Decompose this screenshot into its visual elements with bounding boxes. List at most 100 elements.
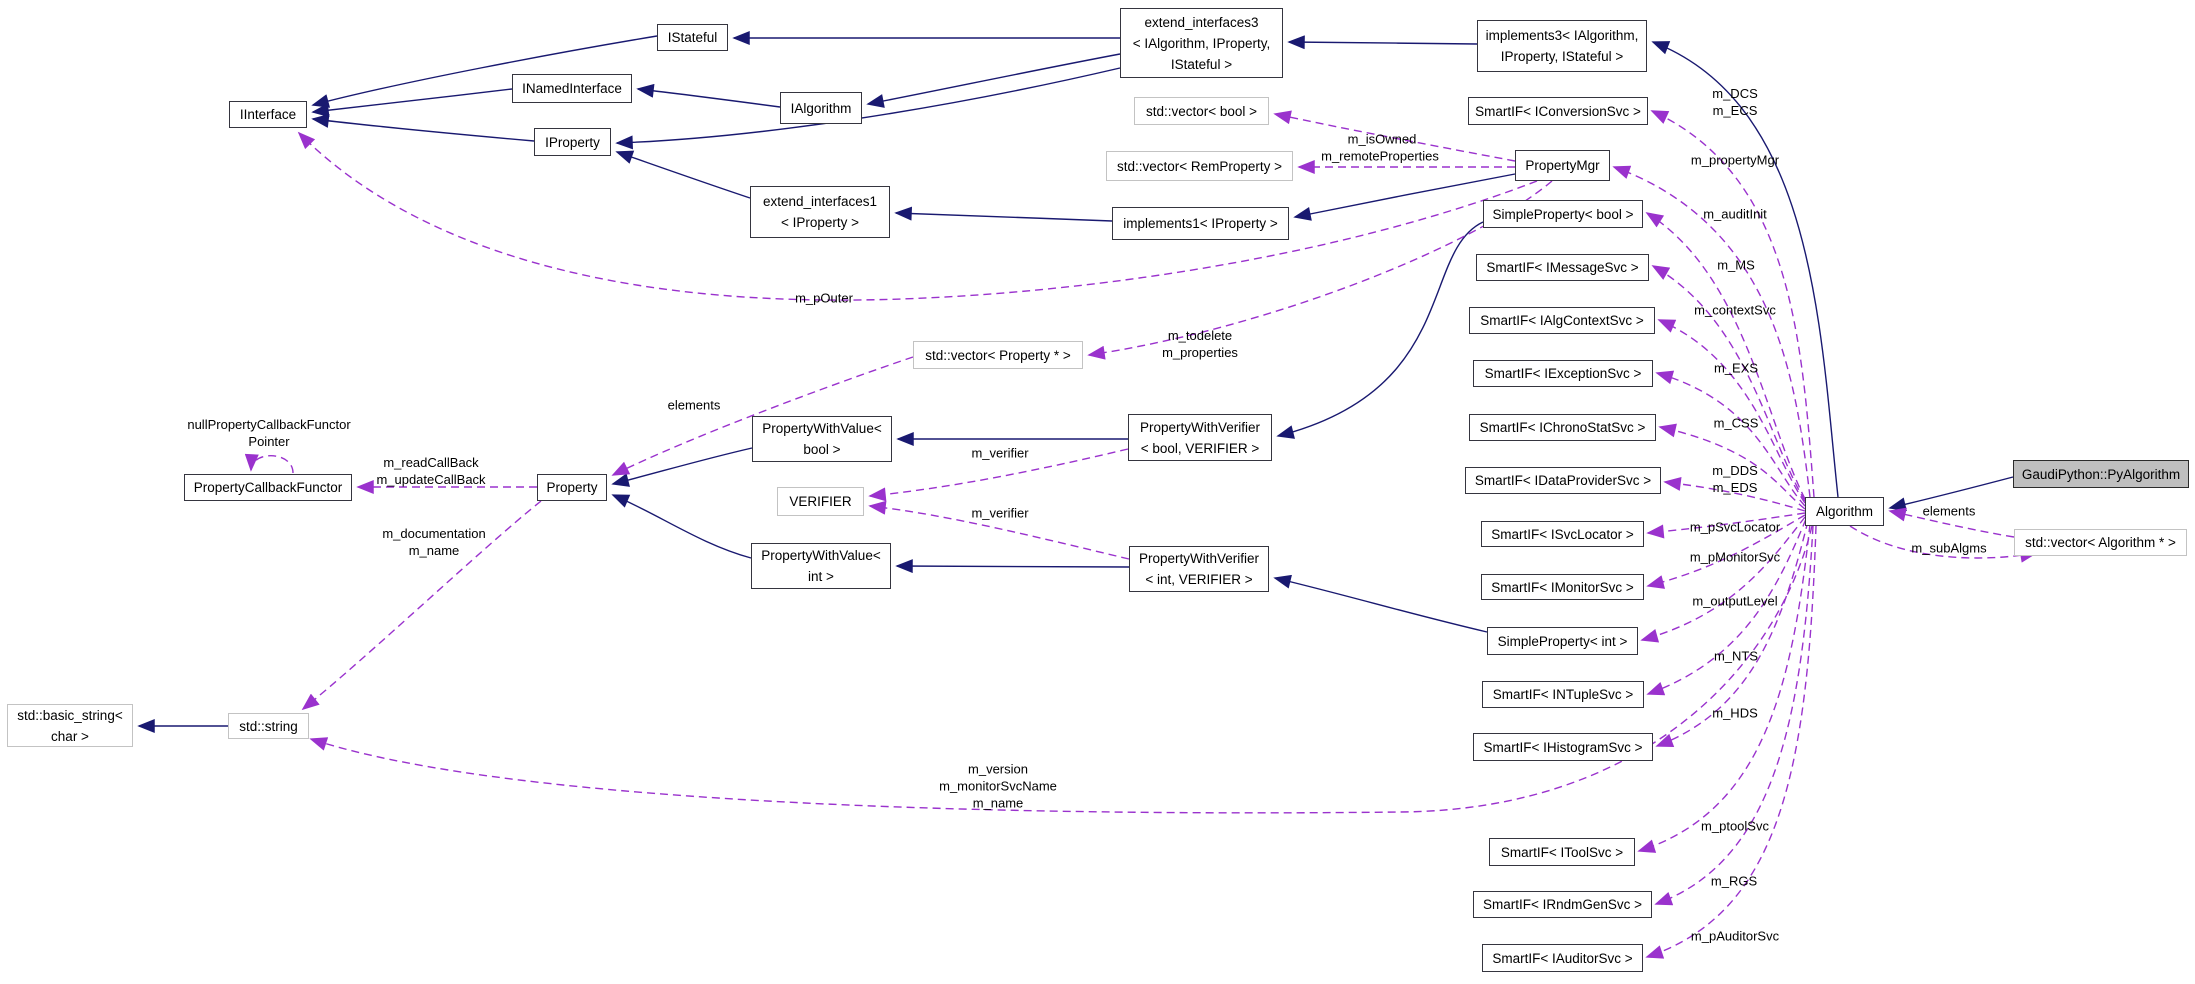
edge-label-m_documentation: m_documentation m_name	[382, 526, 486, 558]
class-node-smartif_itoolsvc[interactable]: SmartIF< IToolSvc >	[1489, 838, 1635, 866]
edge-use-m-todelete	[1087, 180, 1553, 360]
edge-use-m-verifier-int	[868, 500, 1130, 560]
class-node-vector_algorithm: std::vector< Algorithm * >	[2014, 529, 2187, 556]
edge-use-m-documentation	[301, 500, 542, 711]
edge-use-m-rgs	[1654, 525, 1814, 906]
edge-label-nullPointer: nullPropertyCallbackFunctor Pointer	[187, 417, 351, 449]
class-node-propertymgr[interactable]: PropertyMgr	[1515, 150, 1610, 181]
class-node-extend_interfaces1[interactable]: extend_interfaces1 < IProperty >	[750, 186, 890, 238]
edge-label-elements_left: elements	[667, 397, 721, 413]
edge-use-m-ptoolsvc	[1637, 523, 1811, 853]
class-node-simpleproperty_int[interactable]: SimpleProperty< int >	[1487, 627, 1638, 655]
class-node-smartif_irndmgensvc[interactable]: SmartIF< IRndmGenSvc >	[1473, 891, 1652, 918]
edge-label-m_RGS: m_RGS	[1710, 873, 1758, 889]
class-node-istateful[interactable]: IStateful	[657, 24, 728, 51]
edge-inherit-implements3-extend3	[1287, 35, 1478, 50]
class-node-iinterface[interactable]: IInterface	[229, 101, 307, 128]
edge-use-m-contextsvc	[1657, 319, 1806, 504]
edge-label-m_EXS: m_EXS	[1713, 360, 1759, 376]
edge-label-m_propertyMgr: m_propertyMgr	[1690, 152, 1780, 168]
edge-label-m_DDS: m_DDS m_EDS	[1712, 463, 1758, 495]
class-node-ialgorithm[interactable]: IAlgorithm	[780, 92, 862, 124]
class-node-extend_interfaces3[interactable]: extend_interfaces3 < IAlgorithm, IProper…	[1120, 8, 1283, 78]
edge-label-m_remoteProperties: m_remoteProperties	[1321, 148, 1439, 164]
edge-label-m_verifier_int: m_verifier	[971, 505, 1029, 521]
class-node-smartif_iexceptionsvc[interactable]: SmartIF< IExceptionSvc >	[1473, 360, 1653, 387]
class-node-pwverifier_int[interactable]: PropertyWithVerifier < int, VERIFIER >	[1129, 546, 1269, 592]
edge-use-elements-property	[611, 356, 914, 476]
class-node-smartif_intuplesvc[interactable]: SmartIF< INTupleSvc >	[1482, 681, 1644, 708]
edge-label-m_auditInit: m_auditInit	[1703, 206, 1767, 222]
edge-use-m-css	[1658, 423, 1806, 510]
edge-inherit-ialgorithm-inamedinterface	[636, 83, 781, 108]
edge-use-m-hds	[1655, 520, 1809, 747]
class-node-smartif_imessagesvc[interactable]: SmartIF< IMessageSvc >	[1476, 254, 1649, 281]
edge-use-m-propertymgr	[1612, 165, 1811, 498]
class-node-implements3[interactable]: implements3< IAlgorithm, IProperty, ISta…	[1477, 20, 1647, 72]
edge-label-m_HDS: m_HDS	[1712, 705, 1758, 721]
class-node-smartif_iconversionsvc[interactable]: SmartIF< IConversionSvc >	[1468, 97, 1648, 125]
edge-use-m-ms	[1651, 265, 1806, 502]
class-node-string: std::string	[228, 713, 309, 739]
edge-label-m_verifier_bool: m_verifier	[971, 445, 1029, 461]
edge-inherit-pwvaluebool-property	[611, 447, 753, 487]
class-node-implements1[interactable]: implements1< IProperty >	[1112, 207, 1289, 240]
class-node-iproperty[interactable]: IProperty	[534, 128, 611, 156]
edge-use-m-verifier-bool	[868, 448, 1129, 502]
edge-use-m-nts	[1646, 518, 1807, 696]
class-node-pwvalue_int[interactable]: PropertyWithValue< int >	[751, 543, 891, 589]
edge-use-elements-algorithm	[1888, 507, 2015, 538]
edge-inherit-istateful-iinterface	[311, 35, 658, 108]
edge-inherit-extend1-iproperty	[615, 150, 751, 199]
edge-label-m_version: m_version m_monitorSvcName m_name	[939, 761, 1057, 811]
edge-inherit-simplepropertyint-pwverifierint	[1273, 574, 1488, 633]
edge-label-m_contextSvc: m_contextSvc	[1694, 302, 1776, 318]
edge-label-m_ptoolSvc: m_ptoolSvc	[1701, 818, 1769, 834]
class-node-smartif_ichronostatsvc[interactable]: SmartIF< IChronoStatSvc >	[1469, 414, 1656, 441]
class-node-smartif_imonitorsvc[interactable]: SmartIF< IMonitorSvc >	[1481, 574, 1644, 600]
edge-label-m_pMonitorSvc: m_pMonitorSvc	[1689, 549, 1781, 565]
class-node-simpleproperty_bool[interactable]: SimpleProperty< bool >	[1483, 200, 1643, 228]
edge-use-m-exs	[1655, 370, 1806, 507]
class-node-algorithm[interactable]: Algorithm	[1805, 497, 1884, 526]
edge-use-nullpointer-selfloop	[244, 453, 294, 474]
class-node-pwvalue_bool[interactable]: PropertyWithValue< bool >	[752, 416, 892, 462]
class-node-smartif_ihistogramsvc[interactable]: SmartIF< IHistogramSvc >	[1473, 733, 1653, 761]
edge-inherit-pwverifierint-pwvalueint	[895, 559, 1130, 574]
edge-use-m-pmonitorsvc	[1646, 514, 1806, 589]
edge-inherit-inamedinterface-iinterface	[311, 88, 513, 118]
edge-label-m_todelete: m_todelete m_properties	[1162, 328, 1238, 360]
edge-inherit-extend3-iproperty	[615, 67, 1121, 150]
class-node-smartif_idataprovidersvc[interactable]: SmartIF< IDataProviderSvc >	[1465, 467, 1661, 494]
edge-label-m_isOwned: m_isOwned	[1347, 131, 1417, 147]
edge-label-m_subAlgms: m_subAlgms	[1911, 540, 1987, 556]
class-node-inamedinterface[interactable]: INamedInterface	[512, 74, 632, 103]
edge-inherit-extend3-ialgorithm	[866, 53, 1121, 108]
class-node-pwverifier_bool[interactable]: PropertyWithVerifier < bool, VERIFIER >	[1128, 414, 1272, 461]
class-node-property[interactable]: Property	[537, 474, 607, 501]
class-node-vector_remproperty: std::vector< RemProperty >	[1106, 151, 1293, 181]
class-node-smartif_iauditorsvc[interactable]: SmartIF< IAuditorSvc >	[1482, 944, 1643, 972]
edge-inherit-pwvalueint-property	[611, 494, 752, 559]
class-node-propertycallbackfunctor[interactable]: PropertyCallbackFunctor	[184, 474, 352, 501]
edge-use-m-outputlevel	[1640, 516, 1806, 643]
edge-label-m_pAuditorSvc: m_pAuditorSvc	[1690, 928, 1780, 944]
edge-inherit-algorithm-implements3	[1651, 41, 1839, 498]
class-node-smartif_ialgcontextsvc[interactable]: SmartIF< IAlgContextSvc >	[1469, 307, 1655, 334]
edge-use-m-dds-eds	[1663, 476, 1806, 512]
edge-inherit-implements1-extend1	[894, 206, 1113, 222]
edge-use-m-version	[309, 525, 1813, 814]
class-node-smartif_isvclocator[interactable]: SmartIF< ISvcLocator >	[1481, 521, 1644, 547]
edge-label-m_MS: m_MS	[1717, 257, 1755, 273]
edge-inherit-simplepropertybool-pwverifierbool	[1276, 221, 1484, 439]
edge-label-m_DCS: m_DCS m_ECS	[1712, 86, 1758, 118]
edge-label-m_outputLevel: m_outputLevel	[1692, 593, 1778, 609]
edge-label-elements_right: elements	[1922, 503, 1976, 519]
class-node-pyalgorithm: GaudiPython::PyAlgorithm	[2013, 460, 2189, 488]
edge-use-m-pouter	[297, 131, 1538, 301]
edge-label-m_CSS: m_CSS	[1713, 415, 1759, 431]
edge-use-m-auditinit	[1645, 212, 1806, 500]
edge-label-m_pSvcLocator: m_pSvcLocator	[1689, 519, 1781, 535]
